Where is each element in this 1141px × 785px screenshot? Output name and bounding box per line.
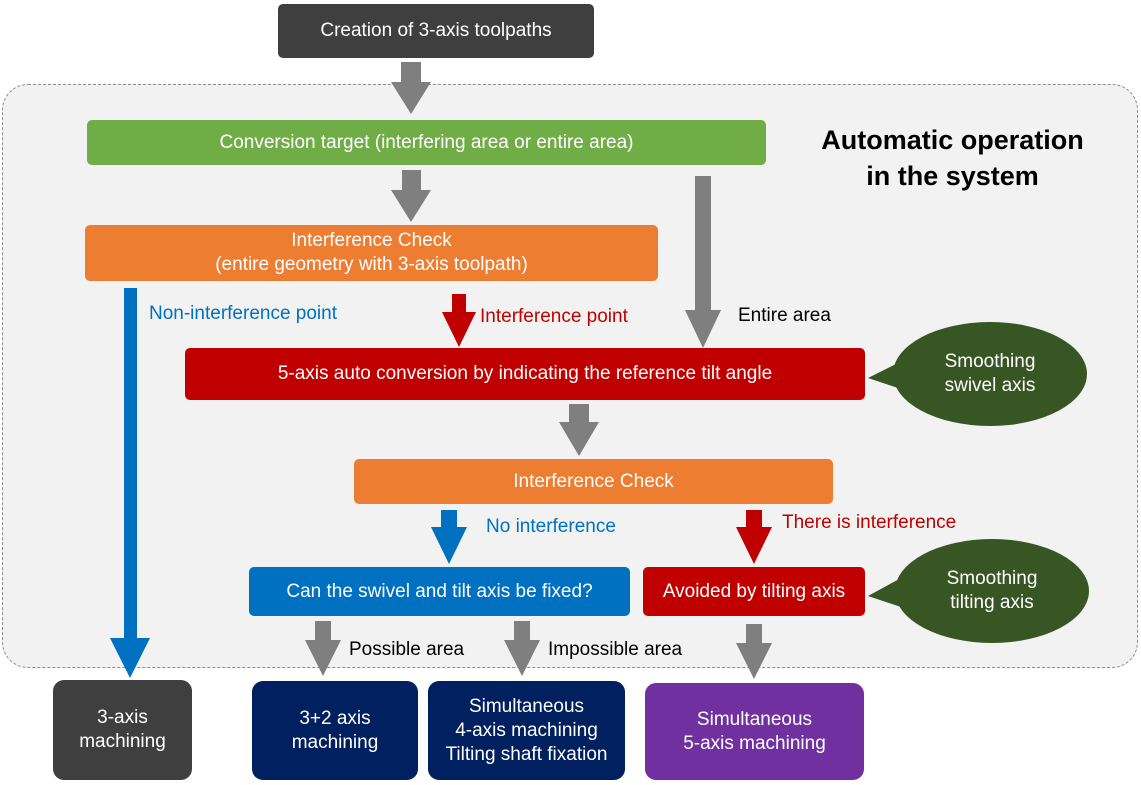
arrow-avoided-to-five-axis: [736, 624, 772, 679]
three-axis-box: 3-axis machining: [53, 680, 192, 780]
label-there-is-interference: There is interference: [782, 512, 957, 533]
callout-tilting-shape: [895, 539, 1089, 643]
callout-swivel-shape: [893, 322, 1087, 426]
conversion-target-box: Conversion target (interfering area or e…: [87, 120, 766, 165]
interference-check-1-box: Interference Check (entire geometry with…: [85, 225, 658, 281]
four-axis-box: Simultaneous 4-axis machining Tilting sh…: [428, 681, 625, 780]
label-possible-area: Possible area: [349, 639, 465, 660]
panel-title: Automatic operation in the system: [821, 125, 1084, 191]
label-impossible-area: Impossible area: [548, 639, 683, 660]
callout-tilting-text: Smoothing tilting axis: [946, 568, 1038, 613]
arrow-impossible-area: [504, 621, 540, 676]
auto-conversion-box: 5-axis auto conversion by indicating the…: [185, 348, 865, 400]
arrow-no-interference: [431, 510, 467, 564]
label-entire-area: Entire area: [738, 305, 831, 326]
arrow-creation-to-target: [391, 62, 431, 114]
five-axis-box: Simultaneous 5-axis machining: [645, 683, 864, 780]
callout-swivel-text: Smoothing swivel axis: [944, 351, 1036, 396]
arrow-interference-point: [442, 294, 476, 347]
callout-swivel-tail: [868, 356, 916, 394]
avoided-box: Avoided by tilting axis: [643, 567, 865, 616]
label-no-interference: No interference: [486, 516, 616, 537]
arrow-entire-area: [685, 176, 721, 348]
label-interference-point: Interference point: [480, 306, 628, 327]
arrow-non-interference: [110, 288, 150, 678]
arrow-conversion-to-check: [559, 404, 599, 456]
three-plus-two-box: 3+2 axis machining: [252, 681, 418, 780]
creation-box: Creation of 3-axis toolpaths: [278, 4, 594, 58]
arrow-possible-area: [305, 621, 341, 676]
arrow-there-is-interference: [736, 510, 772, 564]
label-non-interference-point: Non-interference point: [149, 303, 337, 324]
can-fix-box: Can the swivel and tilt axis be fixed?: [249, 567, 630, 616]
callout-tilting-tail: [868, 572, 916, 612]
interference-check-2-box: Interference Check: [354, 459, 833, 504]
arrow-target-to-check: [391, 170, 431, 222]
